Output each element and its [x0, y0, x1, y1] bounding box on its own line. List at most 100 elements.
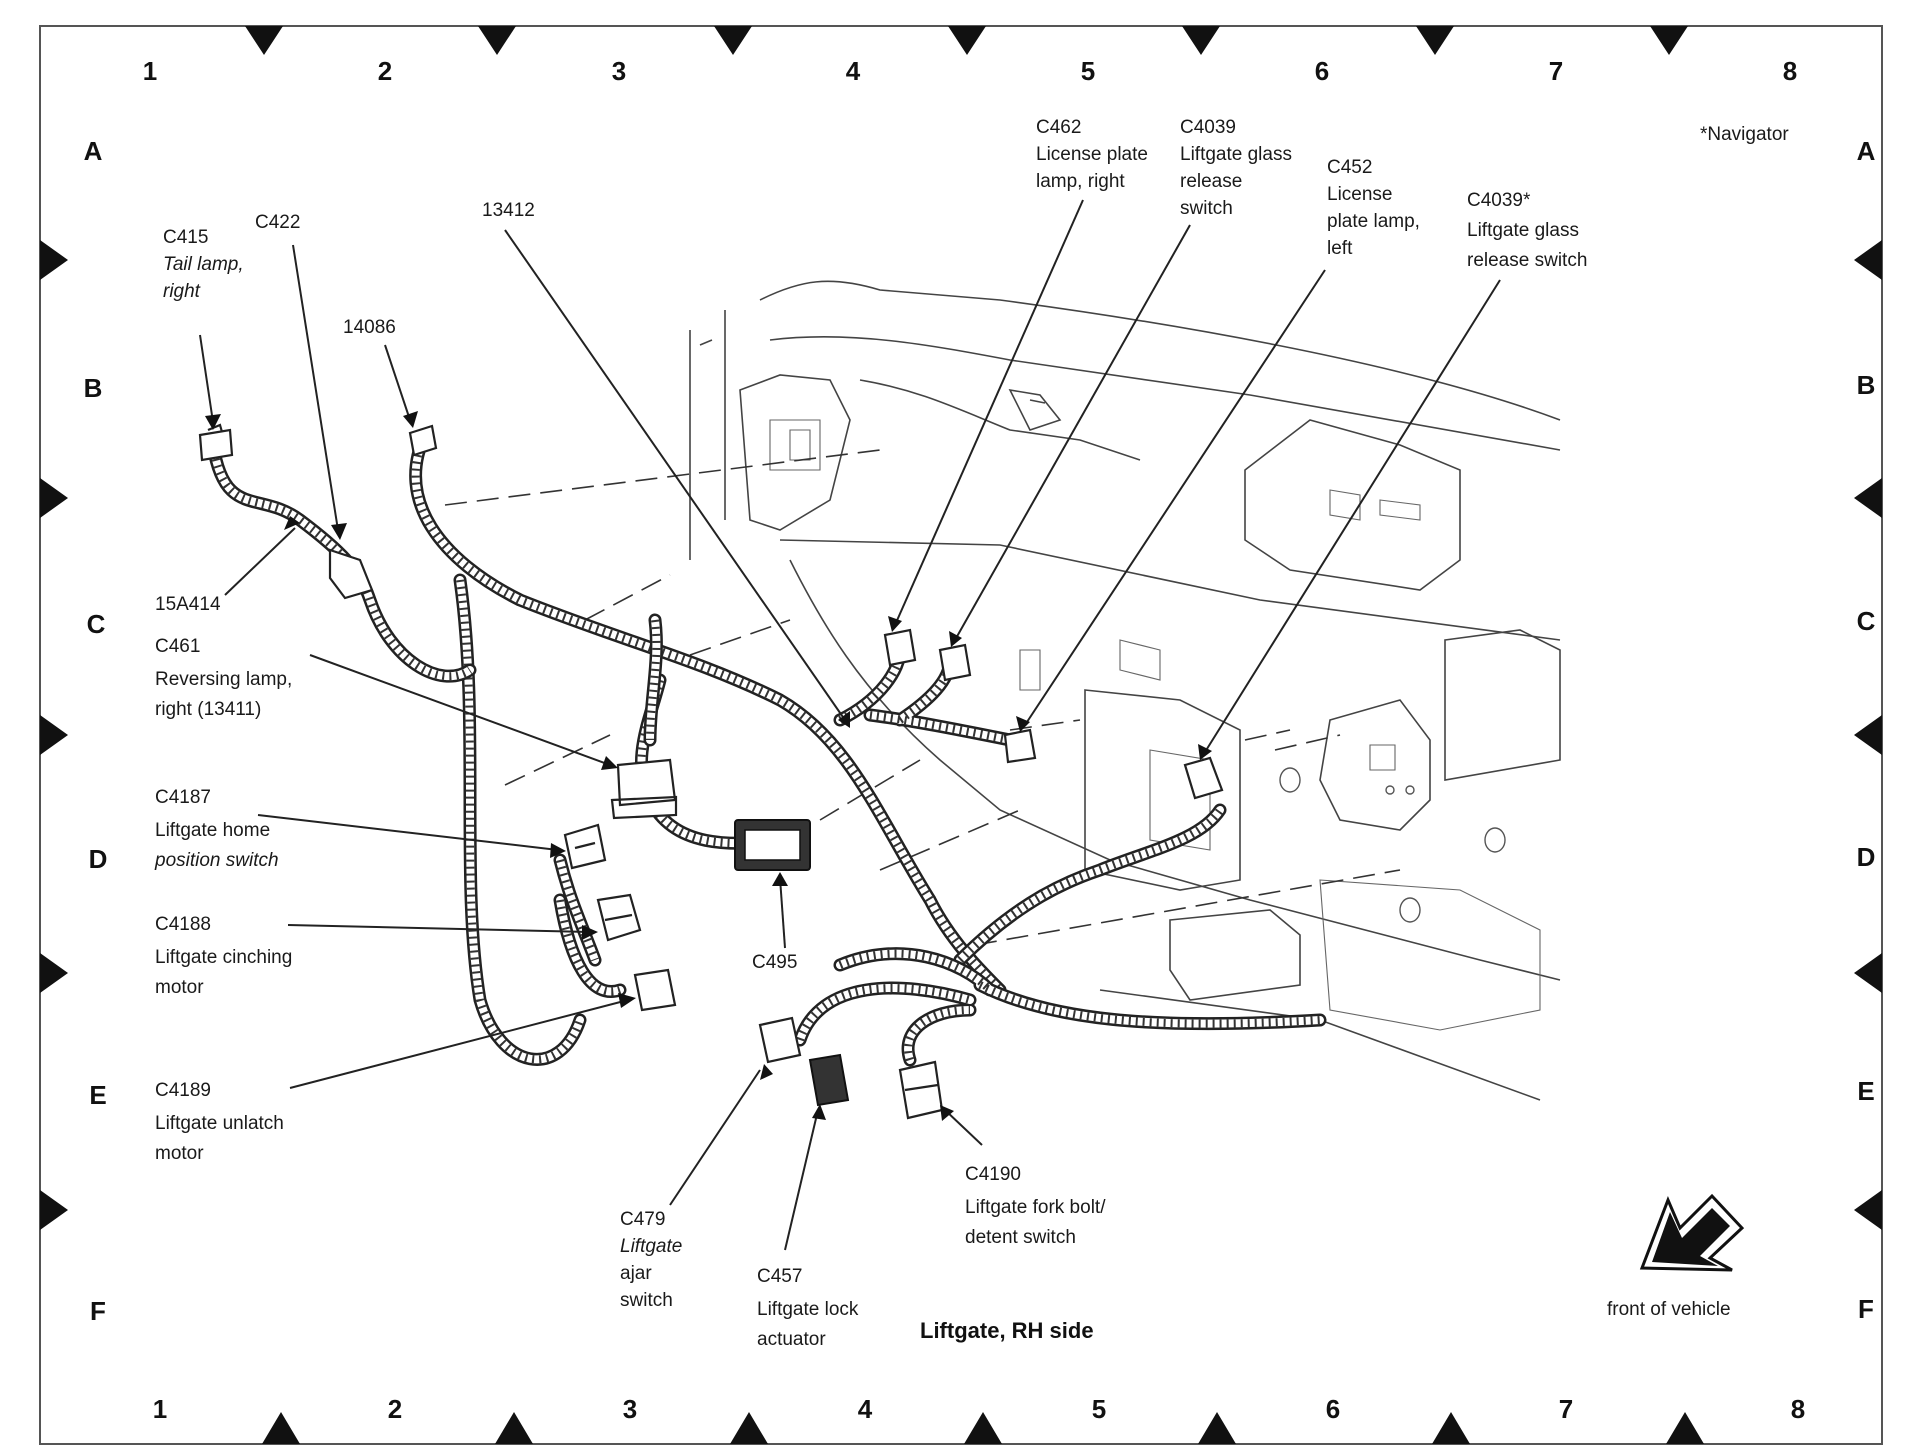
- harness-connector-stubs: [553, 613, 663, 998]
- marker-left-2: [40, 478, 68, 518]
- marker-right-2: [1854, 478, 1882, 518]
- liftgate-body-drawing: [689, 280, 1561, 1101]
- connector-c415: [198, 423, 234, 462]
- leader-c479: [669, 1069, 761, 1206]
- callout-c452: C452 License plate lamp, left: [1327, 157, 1425, 259]
- row-label-right: D: [1857, 842, 1876, 872]
- callout-line: Liftgate glass: [1180, 144, 1292, 165]
- callout-13412: 13412: [482, 200, 535, 221]
- row-label-right: E: [1857, 1076, 1874, 1106]
- leader-c4039-navigator: [1204, 279, 1501, 753]
- leader-c415: [199, 334, 214, 423]
- body-top-contour-2: [769, 335, 1561, 451]
- callout-c422: C422: [255, 212, 300, 233]
- callout-line: C4039*: [1467, 190, 1531, 211]
- arrowhead: [403, 411, 418, 428]
- leader-arrowheads: [205, 411, 1212, 1121]
- col-label-top: 8: [1783, 56, 1797, 86]
- connector-c4039-navigator: [1183, 756, 1224, 800]
- marker-bottom-6: [1432, 1412, 1470, 1444]
- dash-line: [879, 809, 1021, 871]
- body-hole: [1399, 897, 1421, 923]
- arrowhead: [812, 1104, 826, 1120]
- callout-line: Liftgate fork bolt/: [965, 1197, 1106, 1218]
- connectors: [198, 423, 1224, 1120]
- callout-line: Reversing lamp,: [155, 669, 292, 690]
- dash-line: [584, 574, 671, 621]
- leader-c452: [1024, 269, 1326, 726]
- callout-line: C462: [1036, 117, 1081, 138]
- callout-line: actuator: [757, 1329, 826, 1350]
- callout-14086: 14086: [343, 317, 396, 338]
- leader-14086: [384, 344, 411, 421]
- row-label-left: A: [84, 136, 103, 166]
- callout-line: motor: [155, 977, 204, 998]
- body-edge-left: [689, 310, 726, 560]
- navigator-note: *Navigator: [1700, 124, 1789, 145]
- col-label-top: 1: [143, 56, 157, 86]
- callout-c4039-navigator: C4039* Liftgate glass release switch: [1467, 190, 1587, 271]
- arrowhead: [888, 616, 902, 632]
- body-latch-switch: [1369, 744, 1396, 771]
- body-small-bracket: [1019, 649, 1041, 691]
- body-lower-contour: [789, 559, 1561, 981]
- callout-line: Liftgate home: [155, 820, 270, 841]
- callout-line: Liftgate unlatch: [155, 1113, 284, 1134]
- callout-line: License: [1327, 184, 1393, 205]
- callout-line: lamp, right: [1036, 171, 1125, 192]
- connector-c462: [883, 628, 917, 667]
- col-label-top: 3: [612, 56, 626, 86]
- col-label-top: 5: [1081, 56, 1095, 86]
- attachment-lines: [444, 449, 1401, 946]
- dash-line: [1274, 734, 1341, 751]
- body-mid-line: [779, 539, 1561, 641]
- arrowhead: [205, 414, 221, 430]
- harness-lower-branch: [793, 947, 1327, 1067]
- callout-line: right (13411): [155, 699, 261, 720]
- body-window: [769, 419, 821, 471]
- col-label-top: 4: [846, 56, 861, 86]
- callout-line: motor: [155, 1143, 204, 1164]
- leader-c4039: [954, 224, 1191, 641]
- marker-top-7: [1650, 26, 1688, 55]
- callout-line: detent switch: [965, 1227, 1076, 1248]
- body-bolt: [1405, 785, 1415, 795]
- connector-c4189: [633, 968, 677, 1012]
- connector-c479: [758, 1016, 802, 1064]
- callout-c415: C415 Tail lamp, right: [163, 227, 249, 302]
- callout-line: switch: [620, 1290, 673, 1311]
- arrowhead: [601, 756, 618, 770]
- marker-top-1: [245, 26, 283, 55]
- arrowhead: [949, 631, 962, 647]
- arrowhead: [550, 843, 566, 858]
- callout-line: ajar: [620, 1263, 652, 1284]
- leader-c4190: [944, 1109, 983, 1146]
- harness-right-branch: [953, 803, 1227, 967]
- callout-c4189: C4189 Liftgate unlatch motor: [155, 1080, 289, 1164]
- leader-c495: [779, 877, 786, 949]
- connector-c4039: [938, 643, 972, 682]
- row-label-right: A: [1857, 136, 1876, 166]
- arrowhead: [772, 872, 788, 886]
- body-block-slots: [1329, 489, 1421, 521]
- leader-13412: [504, 229, 846, 721]
- dash-line: [689, 619, 791, 656]
- dash-line: [974, 869, 1401, 946]
- callout-labels: C415 Tail lamp, right C422 14086 13412 C…: [154, 117, 1789, 1350]
- marker-bottom-1: [262, 1412, 300, 1444]
- col-label-top: 2: [378, 56, 392, 86]
- connector-c457: [808, 1053, 850, 1107]
- col-label-top: 7: [1549, 56, 1563, 86]
- harness-main-trunk: [409, 428, 1007, 997]
- harness-upper-branch: [833, 643, 1017, 747]
- callout-line: License plate: [1036, 144, 1148, 165]
- callout-line: Liftgate cinching: [155, 947, 292, 968]
- marker-left-1: [40, 240, 68, 280]
- body-hole: [1279, 767, 1301, 793]
- marker-right-4: [1854, 953, 1882, 993]
- col-label-bottom: 3: [623, 1394, 637, 1424]
- callout-line: 14086: [343, 317, 396, 338]
- leader-c461: [309, 654, 611, 766]
- connector-c4188: [596, 893, 642, 942]
- callout-line: C422: [255, 212, 300, 233]
